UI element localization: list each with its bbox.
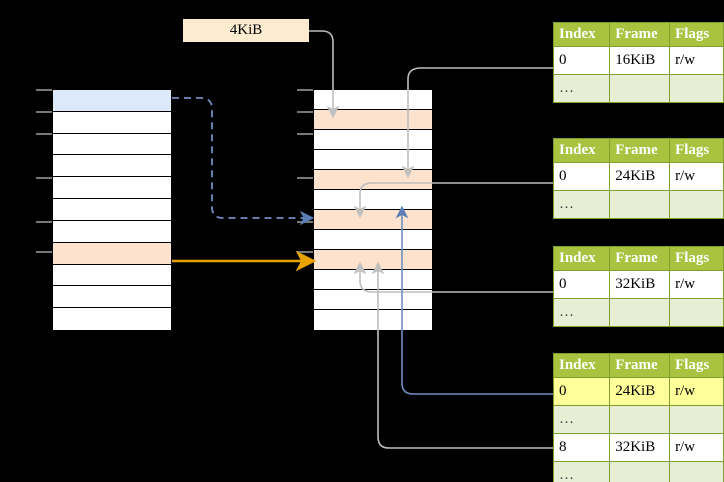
frame-tick-5 bbox=[297, 251, 313, 253]
cell-index: 0 bbox=[552, 162, 611, 191]
vaddr-page-row-1 bbox=[53, 111, 171, 134]
table-row[interactable]: … bbox=[552, 298, 724, 327]
column-header-index: Index bbox=[552, 353, 611, 378]
cell-index: 0 bbox=[552, 270, 611, 299]
cell-index: 0 bbox=[552, 46, 611, 75]
cell-index: 0 bbox=[552, 377, 611, 406]
cell-frame bbox=[609, 74, 671, 103]
column-header-flags: Flags bbox=[669, 353, 724, 378]
cell-flags: r/w bbox=[669, 270, 724, 299]
cell-flags bbox=[669, 461, 724, 482]
vaddr-tick-5 bbox=[36, 251, 52, 253]
frame-tick-0 bbox=[297, 89, 313, 91]
vaddr-tick-1 bbox=[36, 111, 52, 113]
frame-tick-4 bbox=[297, 221, 313, 223]
column-header-frame: Frame bbox=[609, 22, 671, 47]
frame-row-3 bbox=[314, 150, 432, 170]
cell-index: … bbox=[552, 405, 611, 434]
virtual-address-space-column bbox=[52, 89, 172, 331]
cell-index: … bbox=[552, 74, 611, 103]
frame-tick-1 bbox=[297, 111, 313, 113]
vaddr-page-row-6 bbox=[53, 220, 171, 243]
cell-frame bbox=[609, 298, 671, 327]
vaddr-tick-2 bbox=[36, 133, 52, 135]
table-row[interactable]: … bbox=[552, 461, 724, 482]
vaddr-page-row-8 bbox=[53, 264, 171, 287]
column-header-flags: Flags bbox=[669, 138, 724, 163]
vaddr-page-row-10 bbox=[53, 308, 171, 330]
cell-flags: r/w bbox=[669, 377, 724, 406]
frame-row-0 bbox=[314, 90, 432, 110]
cell-flags: r/w bbox=[669, 46, 724, 75]
cell-frame: 16KiB bbox=[609, 46, 671, 75]
cell-index: … bbox=[552, 190, 611, 219]
vaddr-page-row-9 bbox=[53, 286, 171, 309]
cell-frame: 32KiB bbox=[609, 270, 671, 299]
vaddr-tick-4 bbox=[36, 221, 52, 223]
cell-frame: 24KiB bbox=[609, 377, 671, 406]
column-header-index: Index bbox=[552, 22, 611, 47]
column-header-frame: Frame bbox=[609, 246, 671, 271]
cell-flags bbox=[669, 298, 724, 327]
cell-frame: 32KiB bbox=[609, 433, 671, 462]
column-header-index: Index bbox=[552, 246, 611, 271]
cell-index: … bbox=[552, 461, 611, 482]
column-header-flags: Flags bbox=[669, 246, 724, 271]
cell-index: 8 bbox=[552, 433, 611, 462]
vaddr-page-row-7 bbox=[53, 242, 171, 265]
column-header-flags: Flags bbox=[669, 22, 724, 47]
page-size-label: 4KiB bbox=[183, 19, 309, 42]
table-row[interactable]: … bbox=[552, 74, 724, 103]
vaddr-tick-3 bbox=[36, 177, 52, 179]
cell-flags bbox=[669, 74, 724, 103]
column-header-frame: Frame bbox=[609, 138, 671, 163]
vaddr-page-row-2 bbox=[53, 133, 171, 156]
vaddr-page-row-0 bbox=[53, 90, 171, 112]
column-header-frame: Frame bbox=[609, 353, 671, 378]
frame-row-2 bbox=[314, 130, 432, 150]
table-row[interactable]: … bbox=[552, 405, 724, 434]
cell-flags bbox=[669, 190, 724, 219]
vaddr-tick-0 bbox=[36, 89, 52, 91]
cell-frame: 24KiB bbox=[609, 162, 671, 191]
cell-frame bbox=[609, 190, 671, 219]
cell-flags: r/w bbox=[669, 433, 724, 462]
vaddr-page-row-4 bbox=[53, 177, 171, 200]
vaddr-page-row-5 bbox=[53, 199, 171, 221]
frame-tick-2 bbox=[297, 133, 313, 135]
cell-flags: r/w bbox=[669, 162, 724, 191]
frame-tick-3 bbox=[297, 177, 313, 179]
cell-flags bbox=[669, 405, 724, 434]
table-row[interactable]: … bbox=[552, 190, 724, 219]
column-header-index: Index bbox=[552, 138, 611, 163]
frame-row-1 bbox=[314, 110, 432, 130]
cell-index: … bbox=[552, 298, 611, 327]
cell-frame bbox=[609, 461, 671, 482]
vaddr-page-row-3 bbox=[53, 155, 171, 178]
cell-frame bbox=[609, 405, 671, 434]
